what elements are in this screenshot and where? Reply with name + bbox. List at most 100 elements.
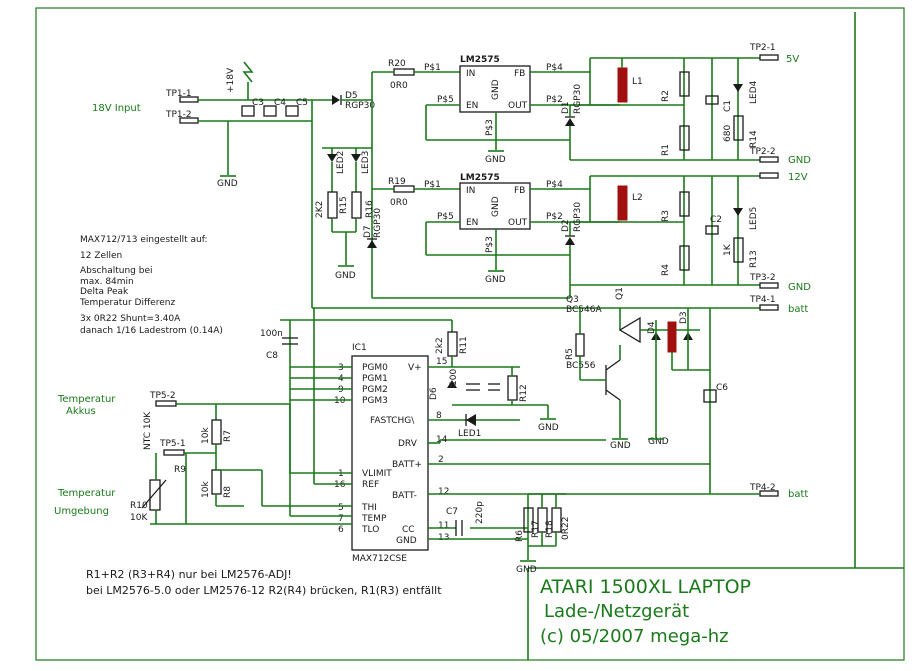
note-5: Temperatur Differenz — [79, 298, 175, 308]
out-gnd-1: GND — [788, 155, 811, 166]
temp-umg-2: Umgebung — [54, 506, 109, 517]
note-7: danach 1/16 Ladestrom (0.14A) — [80, 326, 223, 336]
regulator-5v: R20 0R0 P$1 LM2575 IN FB EN OUT GND P$5 … — [372, 55, 760, 165]
reg1-p1: P$1 — [424, 63, 441, 73]
d2-label: D2 — [561, 219, 571, 232]
ic1-pn-14: 14 — [436, 435, 448, 445]
tp4-2-label: TP4-2 — [749, 483, 776, 493]
temperature-section: Temperatur Akkus TP5-2 NTC 10K TP5-1 10k… — [54, 391, 352, 525]
tp1-1-label: TP1-1 — [165, 89, 192, 99]
input-label: 18V Input — [92, 103, 141, 114]
tp2-1-label: TP2-1 — [749, 43, 776, 53]
reg2-name: LM2575 — [460, 173, 500, 183]
d4-label: D4 — [647, 321, 657, 334]
footnote-1: bei LM2576-5.0 oder LM2576-12 R2(R4) brü… — [86, 584, 442, 597]
ic1-pn-15: 15 — [436, 357, 447, 367]
ic1-pn-1: 1 — [338, 469, 344, 479]
regulator-12v: R19 0R0 P$1 LM2575 IN FB EN OUT GND P$5 … — [372, 173, 760, 285]
temp-umg-1: Temperatur — [57, 488, 116, 499]
led1-label: LED1 — [458, 429, 481, 439]
note-6: 3x 0R22 Shunt=3.40A — [80, 314, 181, 324]
r3-label: R3 — [661, 210, 671, 222]
c1-label: C1 — [723, 100, 733, 112]
reg2-in: IN — [466, 186, 475, 196]
ic1-pn-8: 8 — [436, 411, 442, 421]
gnd-reg1: GND — [485, 155, 506, 165]
c8-label: C8 — [266, 351, 278, 361]
tp3-2-label: TP3-2 — [749, 273, 776, 283]
d1-type: RGP30 — [573, 84, 583, 114]
ic1-pin-ref: REF — [362, 480, 379, 490]
d1-label: D1 — [561, 101, 571, 114]
ic1-pin-battminus: BATT- — [392, 491, 417, 501]
r5-label: R5 — [565, 348, 575, 360]
reg1-p5: P$5 — [437, 95, 454, 105]
reg1-p4: P$4 — [546, 63, 563, 73]
r2-label: R2 — [661, 90, 671, 102]
c6-label: C6 — [716, 383, 728, 393]
r16-label: R16 — [365, 200, 375, 218]
ic1-pin-pgm2: PGM2 — [362, 385, 388, 395]
d7-type: RGP30 — [373, 208, 383, 238]
ic1-pn-11: 11 — [438, 521, 449, 531]
reg1-en: EN — [466, 101, 478, 111]
r1-label: R1 — [661, 144, 671, 156]
shunt-section: R6 R17 R18 0R22 GND — [515, 493, 571, 575]
title-block: ATARI 1500XL LAPTOP Lade-/Netzgerät (c) … — [527, 12, 904, 660]
inductor-l3 — [667, 321, 677, 353]
drive-section: Q3 BC546A Q1 GND BC556 R5 GND D4 D3 — [440, 287, 728, 494]
r19-value: 0R0 — [390, 198, 408, 208]
note-1: 12 Zellen — [80, 251, 122, 261]
led4-label: LED4 — [749, 80, 759, 104]
footnote: R1+R2 (R3+R4) nur bei LM2576-ADJ! bei LM… — [86, 568, 442, 597]
note-0: MAX712/713 eingestellt auf: — [80, 235, 208, 245]
ic1-pin-fastchg: FASTCHG\ — [370, 416, 415, 426]
ic1-pn-12: 12 — [438, 487, 449, 497]
ic1-part: MAX712CSE — [352, 554, 407, 564]
led-section: LED2 LED3 2K2 R15 R16 GND D7 RGP30 — [315, 147, 383, 281]
gnd-q2: GND — [610, 441, 631, 451]
tp4-1-label: TP4-1 — [749, 295, 776, 305]
inductor-l1 — [617, 67, 628, 103]
ic1-pin-temp: TEMP — [361, 514, 387, 524]
r7-label: R7 — [223, 430, 233, 442]
ic1-pn-16: 16 — [334, 480, 346, 490]
out-batt-2: batt — [788, 489, 808, 500]
d5-label: D5 — [345, 91, 358, 101]
title-line-1: ATARI 1500XL LAPTOP — [540, 576, 751, 598]
r18-label: R18 — [545, 520, 555, 538]
r17-label: R17 — [531, 520, 541, 538]
r10-value: 10K — [130, 513, 148, 523]
title-line-2: Lade-/Netzgerät — [544, 601, 689, 622]
ic1-pn-5: 5 — [338, 503, 344, 513]
r7-value: 10k — [201, 427, 211, 444]
r8-label: R8 — [223, 486, 233, 498]
c5-label: C5 — [296, 98, 308, 108]
reg1-p3: P$3 — [485, 119, 495, 136]
reg2-en: EN — [466, 218, 478, 228]
ic1-max712: IC1 MAX712CSE PGM0 PGM1 PGM2 PGM3 VLIMIT… — [260, 308, 710, 564]
d6-value: 100 — [449, 369, 459, 386]
reg1-gnd: GND — [491, 79, 501, 100]
ic1-pin-thi: THI — [361, 503, 377, 513]
r11-value: 2k2 — [435, 337, 445, 354]
note-4: Delta Peak — [80, 287, 129, 297]
plus18v-label: +18V — [226, 67, 236, 93]
shunt-value: 0R22 — [561, 517, 571, 540]
reg2-p3: P$3 — [485, 236, 495, 253]
led2-label: LED2 — [336, 151, 346, 174]
notes: MAX712/713 eingestellt auf: 12 Zellen Ab… — [79, 235, 223, 336]
r6-label: R6 — [515, 530, 525, 542]
r19-label: R19 — [388, 177, 406, 187]
l1-label: L1 — [632, 77, 643, 87]
r9-label: R9 — [174, 465, 186, 475]
fastchg-section: 2k2 R11 D6 100 R12 GND LED1 — [429, 320, 559, 439]
c3-label: C3 — [252, 98, 264, 108]
input-section: TP1-1 TP1-2 18V Input GND +18V C3 C4 C5 … — [92, 61, 375, 308]
inductor-l2 — [617, 185, 628, 221]
ic1-pin-drv: DRV — [398, 439, 418, 449]
output-section: R2 R1 C1 680 LED4 R14 TP2-1 5V TP2-2 GND… — [312, 43, 811, 500]
ic1-pn-6: 6 — [338, 525, 344, 535]
c7-label: C7 — [446, 507, 458, 517]
reg1-out: OUT — [508, 101, 528, 111]
